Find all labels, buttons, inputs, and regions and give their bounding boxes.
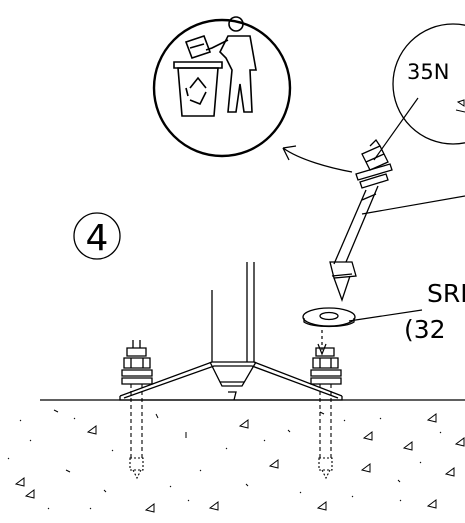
left-embedded-anchor [129, 384, 144, 480]
removed-washer [302, 307, 423, 328]
step-number: 4 [73, 212, 121, 260]
step-number-text: 4 [86, 218, 109, 259]
left-anchor-nut [121, 340, 153, 385]
waste-bin-recycle-icon [173, 16, 257, 117]
right-anchor-nut [310, 347, 342, 385]
torque-callout-text: 35N [407, 60, 449, 84]
torque-callout: 35N [373, 23, 465, 161]
dispose-arrow [282, 145, 353, 173]
anchor-label-line2: (32 [404, 315, 446, 344]
removed-anchor-bolt [329, 138, 393, 302]
post-and-base [119, 262, 343, 401]
right-embedded-anchor [318, 384, 333, 480]
rod-leader-line [361, 195, 465, 215]
down-arrow [317, 330, 327, 356]
disposal-symbol [152, 16, 292, 158]
anchor-label-line1: SRI [427, 279, 465, 308]
concrete-hatching [7, 409, 465, 513]
